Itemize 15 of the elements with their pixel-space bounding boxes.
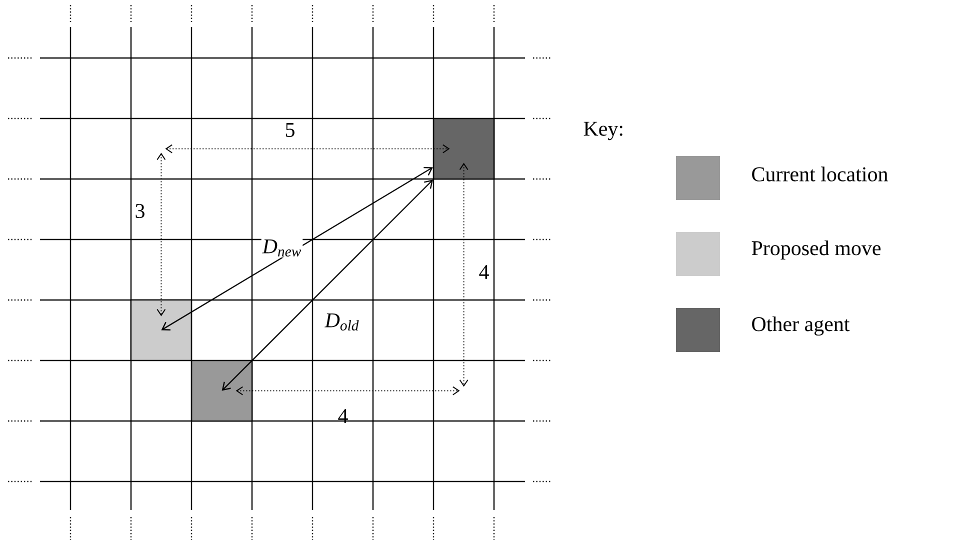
legend-label: Other agent bbox=[752, 316, 850, 336]
legend-label: Current location bbox=[752, 166, 888, 182]
arrow bbox=[161, 166, 433, 330]
dimension-label: 5 bbox=[286, 123, 294, 137]
dimension-label: 4 bbox=[479, 265, 489, 279]
grid-cell bbox=[432, 118, 495, 180]
dimension-label: 4 bbox=[338, 409, 348, 423]
legend-title: Key: bbox=[584, 122, 622, 140]
dimension-label: 3 bbox=[136, 204, 144, 218]
edge-label: D$_{old}$ bbox=[324, 312, 360, 332]
edge-label: D$_{new}$ bbox=[261, 238, 303, 258]
arrow bbox=[222, 180, 434, 391]
legend-label: Proposed move bbox=[752, 240, 881, 260]
grid-cell bbox=[190, 360, 253, 422]
grid-cell bbox=[130, 299, 192, 362]
